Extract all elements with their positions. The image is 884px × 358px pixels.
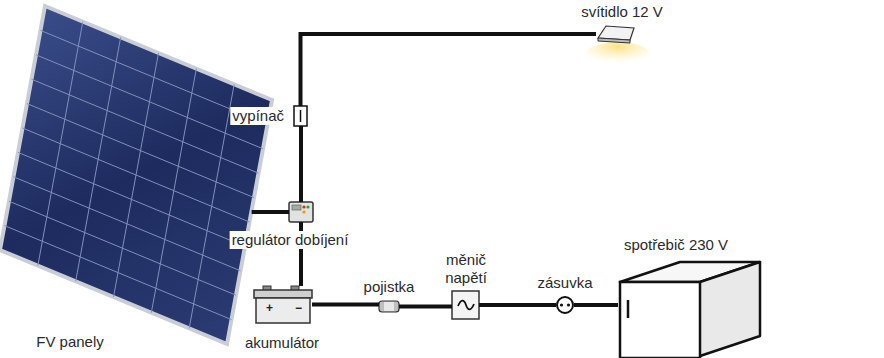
wire — [479, 303, 556, 307]
component-node: svítidlo 12 V — [596, 24, 634, 44]
component-node: regulátor dobíjení — [289, 202, 313, 222]
component-label: FV panely — [34, 333, 106, 351]
component-node: akumulátor — [254, 286, 312, 323]
component-node: pojistka — [379, 301, 399, 312]
socket-symbol — [557, 297, 573, 313]
switch-symbol — [294, 106, 307, 126]
fuse-symbol — [379, 301, 399, 312]
component-label: pojistka — [362, 278, 417, 296]
component-node: zásuvka — [556, 296, 574, 314]
component-label: spotřebič 230 V — [622, 236, 730, 254]
wire — [301, 34, 597, 106]
wire — [299, 126, 303, 202]
fridge-symbol — [620, 262, 760, 358]
component-label: měnič napětí — [435, 251, 497, 287]
wire — [252, 210, 289, 214]
terminal-sign: − — [295, 301, 302, 315]
component-label: svítidlo 12 V — [579, 3, 665, 21]
wire — [399, 305, 452, 309]
solar-panel — [0, 6, 272, 344]
component-node: spotřebič 230 V — [618, 258, 763, 358]
inverter-box — [452, 291, 479, 319]
wire — [574, 303, 618, 307]
component-label: regulátor dobíjení — [230, 231, 351, 249]
terminal-sign: + — [266, 301, 273, 315]
regulator-box — [289, 202, 313, 222]
component-label: akumulátor — [243, 334, 321, 352]
component-node: měnič napětí — [452, 291, 479, 319]
component-node: vypínač — [294, 106, 307, 126]
component-label: vypínač — [230, 107, 286, 125]
battery-symbol — [254, 286, 312, 323]
component-node: FV panely — [0, 6, 272, 346]
wire — [312, 303, 379, 307]
component-label: zásuvka — [535, 274, 594, 292]
